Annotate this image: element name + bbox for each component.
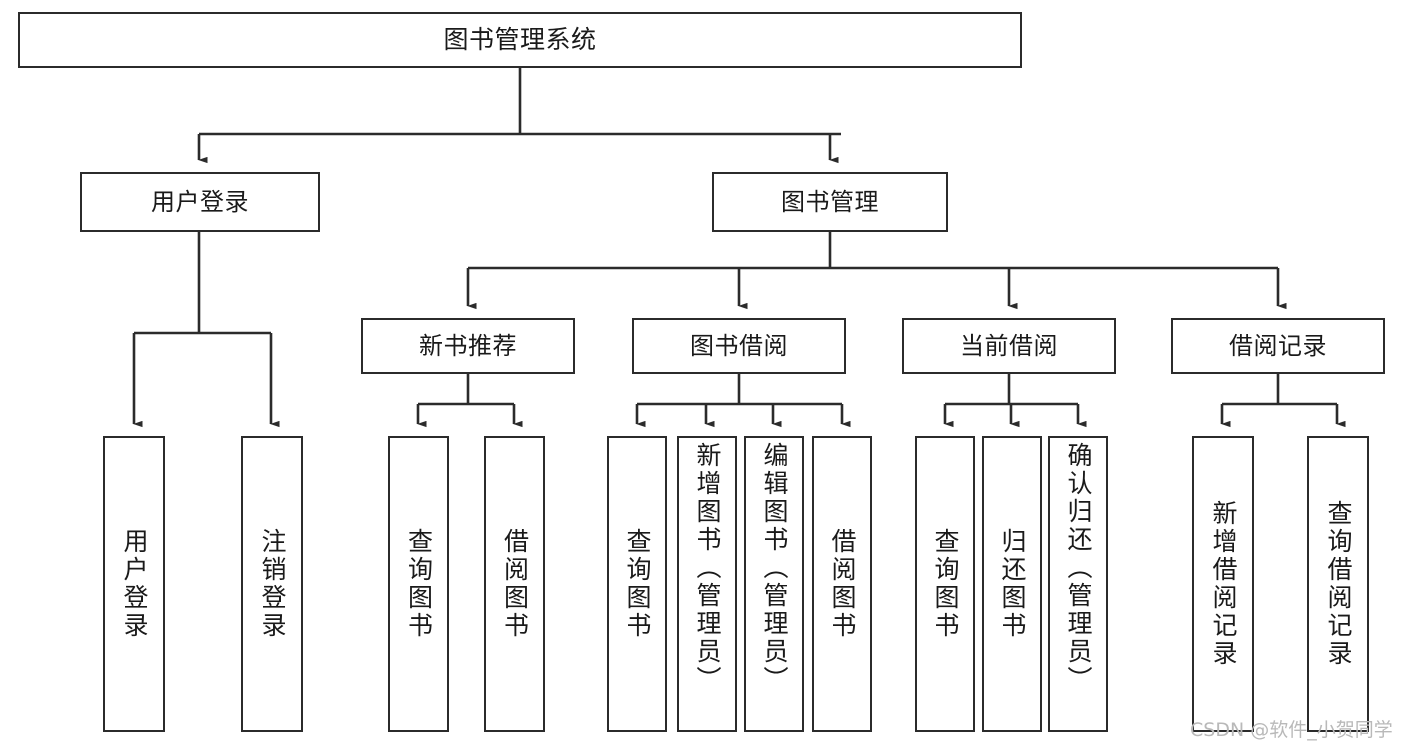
leaf-add-book-admin-label: 新增图书（管理员） <box>693 442 722 694</box>
leaf-query-book-recommend-label: 查询图书 <box>404 528 434 640</box>
leaf-borrow-book[interactable]: 借阅图书 <box>812 436 872 732</box>
leaf-query-borrow-record-label: 查询借阅记录 <box>1324 500 1353 668</box>
leaf-confirm-return-admin-label: 确认归还（管理员） <box>1064 442 1093 694</box>
leaf-query-borrow-record[interactable]: 查询借阅记录 <box>1307 436 1369 732</box>
leaf-query-book-borrow[interactable]: 查询图书 <box>607 436 667 732</box>
node-current-borrow[interactable]: 当前借阅 <box>902 318 1116 374</box>
leaf-query-book-recommend[interactable]: 查询图书 <box>388 436 449 732</box>
node-book-management-label: 图书管理 <box>781 187 879 216</box>
node-book-borrow-label: 图书借阅 <box>690 331 788 360</box>
node-new-book-recommend-label: 新书推荐 <box>419 331 517 360</box>
leaf-query-book-current-label: 查询图书 <box>931 528 960 640</box>
leaf-logout-label: 注销登录 <box>258 528 287 640</box>
leaf-edit-book-admin-label: 编辑图书（管理员） <box>760 442 789 694</box>
csdn-watermark: CSDN @软件_小贺同学 <box>1190 719 1393 741</box>
leaf-borrow-book-recommend-label: 借阅图书 <box>500 528 530 640</box>
leaf-add-borrow-record-label: 新增借阅记录 <box>1209 500 1238 668</box>
node-borrow-record[interactable]: 借阅记录 <box>1171 318 1385 374</box>
leaf-borrow-book-recommend[interactable]: 借阅图书 <box>484 436 545 732</box>
leaf-return-book-label: 归还图书 <box>998 528 1027 640</box>
node-new-book-recommend[interactable]: 新书推荐 <box>361 318 575 374</box>
node-user-login[interactable]: 用户登录 <box>80 172 320 232</box>
leaf-user-login[interactable]: 用户登录 <box>103 436 165 732</box>
node-current-borrow-label: 当前借阅 <box>960 331 1058 360</box>
leaf-user-login-label: 用户登录 <box>120 528 149 640</box>
leaf-add-borrow-record[interactable]: 新增借阅记录 <box>1192 436 1254 732</box>
node-book-borrow[interactable]: 图书借阅 <box>632 318 846 374</box>
node-borrow-record-label: 借阅记录 <box>1229 331 1327 360</box>
leaf-query-book-borrow-label: 查询图书 <box>623 528 652 640</box>
leaf-borrow-book-label: 借阅图书 <box>828 528 857 640</box>
leaf-confirm-return-admin[interactable]: 确认归还（管理员） <box>1048 436 1108 732</box>
node-book-management[interactable]: 图书管理 <box>712 172 948 232</box>
leaf-query-book-current[interactable]: 查询图书 <box>915 436 975 732</box>
node-root-book-management-system[interactable]: 图书管理系统 <box>18 12 1022 68</box>
leaf-return-book[interactable]: 归还图书 <box>982 436 1042 732</box>
node-user-login-label: 用户登录 <box>151 187 249 216</box>
leaf-edit-book-admin[interactable]: 编辑图书（管理员） <box>744 436 804 732</box>
leaf-logout[interactable]: 注销登录 <box>241 436 303 732</box>
node-root-label: 图书管理系统 <box>443 25 597 55</box>
leaf-add-book-admin[interactable]: 新增图书（管理员） <box>677 436 737 732</box>
